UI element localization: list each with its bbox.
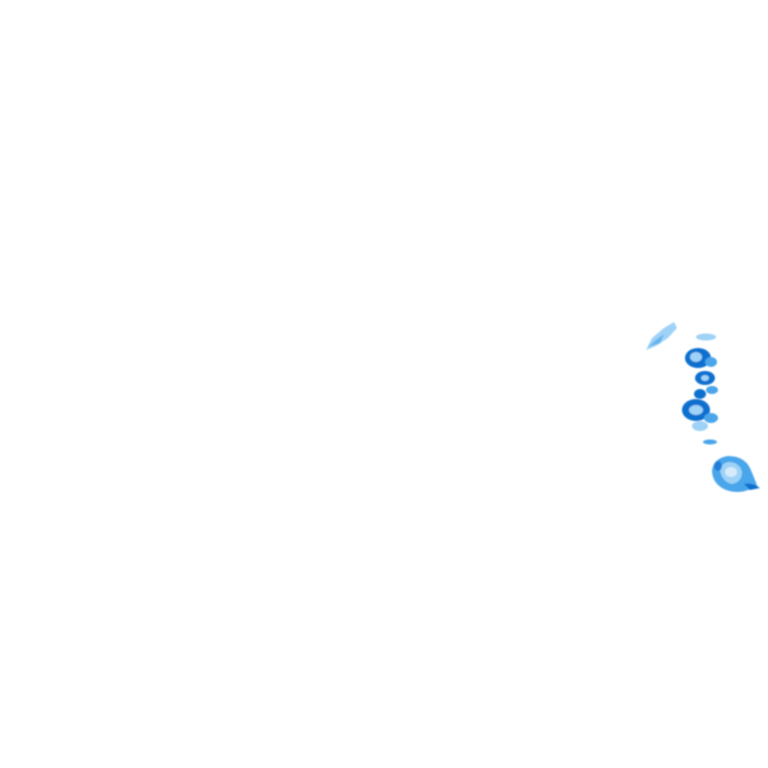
large-ring-shape [712, 456, 760, 492]
north-dash-shape [696, 333, 716, 341]
small-dash-shape [703, 439, 717, 445]
middle-cluster-shape [694, 371, 718, 399]
lower-ring-shape [682, 399, 718, 431]
upper-ring-shape [685, 348, 717, 368]
northwest-strip-shape [646, 322, 677, 350]
